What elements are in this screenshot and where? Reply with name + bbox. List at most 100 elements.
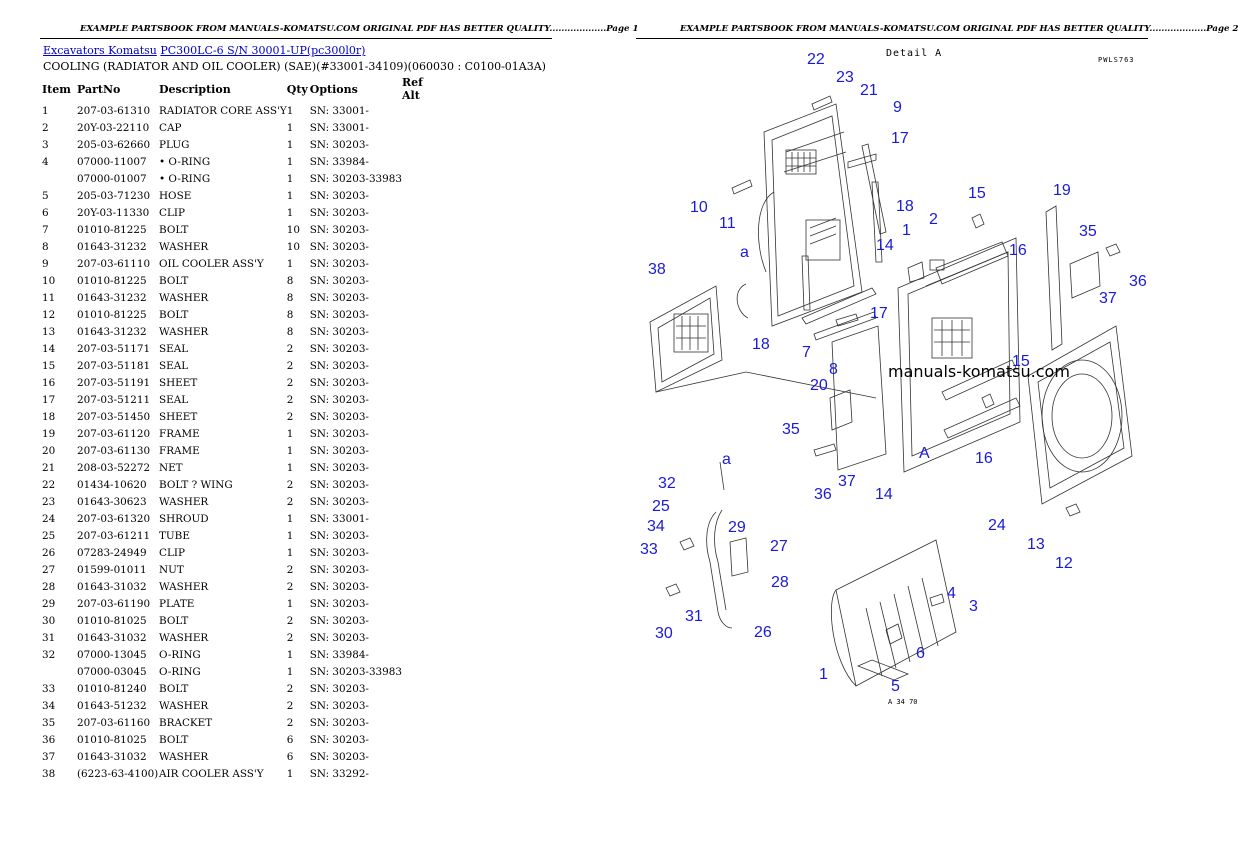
cell-ref — [402, 391, 442, 408]
callout-label: a — [740, 244, 749, 261]
callout-label: 4 — [947, 585, 956, 602]
cell-ref — [402, 646, 442, 663]
cell-part: 01643-31232 — [77, 291, 147, 304]
cell-opt: SN: 30203- — [309, 546, 369, 559]
cell-qty: 1 — [286, 546, 294, 559]
cell-part: 207-03-61211 — [77, 529, 151, 542]
cell-item: 19 — [42, 427, 56, 440]
cell-part: 207-03-51191 — [77, 376, 151, 389]
cell-ref — [402, 323, 442, 340]
cell-part: 207-03-51181 — [77, 359, 151, 372]
cell-part: 01434-10620 — [77, 478, 147, 491]
cell-part: 207-03-61320 — [77, 512, 151, 525]
callout-label: 15 — [968, 185, 986, 202]
cell-part: 01599-01011 — [77, 563, 147, 576]
cell-ref — [402, 289, 442, 306]
cell-qty: 2 — [286, 631, 294, 644]
cell-qty: 1 — [286, 461, 294, 474]
callout-label: 17 — [891, 130, 909, 147]
cell-qty: 10 — [286, 223, 300, 236]
cell-ref — [402, 204, 442, 221]
callout-label: 24 — [988, 517, 1006, 534]
callout-label: 17 — [870, 305, 888, 322]
header-item: Item — [42, 82, 71, 96]
cell-opt: SN: 30203- — [309, 597, 369, 610]
cell-desc: WASHER — [159, 699, 209, 712]
cell-desc: FRAME — [159, 427, 200, 440]
cell-ref — [402, 697, 442, 714]
callout-label: 14 — [875, 486, 893, 503]
cell-opt: SN: 30203- — [309, 529, 369, 542]
breadcrumb-category-link[interactable]: Excavators Komatsu — [43, 44, 157, 57]
callout-label: 28 — [771, 574, 789, 591]
cell-qty: 2 — [286, 393, 294, 406]
frame-drawing — [829, 205, 1101, 471]
cell-qty: 1 — [286, 529, 294, 542]
cell-item: 25 — [42, 529, 56, 542]
cell-item: 5 — [42, 189, 49, 202]
cell-opt: SN: 33001- — [309, 104, 369, 117]
cell-desc: SHEET — [159, 410, 198, 423]
cell-desc: O-RING — [159, 648, 201, 661]
cell-qty: 1 — [286, 206, 294, 219]
cell-ref — [402, 187, 442, 204]
callout-label: 5 — [891, 678, 900, 695]
cell-opt: SN: 30203- — [309, 478, 369, 491]
cell-opt: SN: 30203- — [309, 359, 369, 372]
callout-label: 32 — [658, 475, 676, 492]
cell-qty: 1 — [286, 512, 294, 525]
header-qty: Qty — [286, 82, 308, 96]
cell-qty: 1 — [286, 172, 294, 185]
cell-part: 01643-31032 — [77, 631, 147, 644]
cell-item: 1 — [42, 104, 49, 117]
cell-opt: SN: 30203- — [309, 393, 369, 406]
cell-desc: • O-RING — [159, 155, 211, 168]
cell-ref — [402, 272, 442, 289]
callout-label: 25 — [652, 498, 670, 515]
cell-opt: SN: 30203- — [309, 291, 369, 304]
cell-qty: 6 — [286, 750, 294, 763]
cell-qty: 2 — [286, 682, 294, 695]
cell-opt: SN: 30203- — [309, 257, 369, 270]
cell-item: 20 — [42, 444, 56, 457]
cell-desc: NET — [159, 461, 183, 474]
cell-part: 207-03-51171 — [77, 342, 151, 355]
cell-part: 207-03-61310 — [77, 104, 151, 117]
cell-ref — [402, 153, 442, 170]
cell-item — [42, 170, 77, 187]
cell-part: 01010-81025 — [77, 733, 147, 746]
breadcrumb-model-link[interactable]: PC300LC-6 S/N 30001-UP(pc300l0r) — [160, 44, 366, 57]
cell-item: 13 — [42, 325, 56, 338]
cell-qty: 2 — [286, 495, 294, 508]
cell-item: 35 — [42, 716, 56, 729]
cell-item: 3 — [42, 138, 49, 151]
cell-qty: 2 — [286, 359, 294, 372]
cell-ref — [402, 476, 442, 493]
cell-part: 07000-01007 — [77, 172, 147, 185]
cell-ref — [402, 459, 442, 476]
cell-part: 01010-81025 — [77, 614, 147, 627]
cell-ref — [402, 561, 442, 578]
callout-label: 8 — [829, 361, 838, 378]
callout-label: 20 — [810, 377, 828, 394]
cell-desc: BOLT — [159, 274, 189, 287]
cell-opt: SN: 30203- — [309, 716, 369, 729]
callout-label: 14 — [876, 237, 894, 254]
radiator-core-drawing — [831, 539, 957, 687]
cell-item: 8 — [42, 240, 49, 253]
cell-item: 36 — [42, 733, 56, 746]
tube-drawing — [706, 461, 749, 629]
cell-qty: 1 — [286, 104, 294, 117]
cell-part: 207-03-61120 — [77, 427, 151, 440]
